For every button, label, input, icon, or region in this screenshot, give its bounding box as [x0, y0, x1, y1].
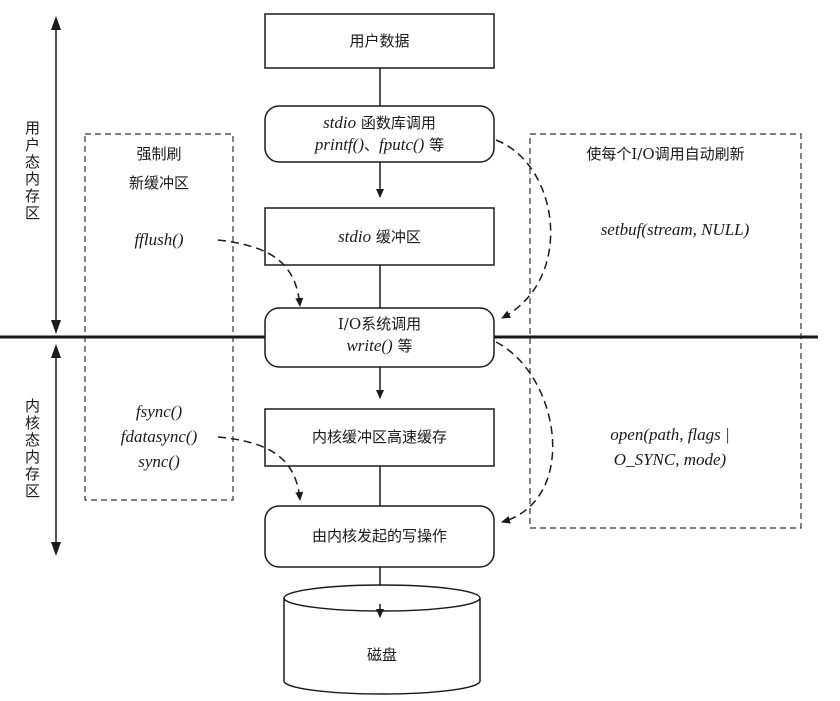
fflush-arrow [217, 239, 304, 307]
auto-flush-panel [529, 133, 802, 529]
setbuf-label: setbuf(stream, NULL) [600, 220, 750, 239]
user-data-label: 用户数据 [349, 32, 410, 50]
stdio-library-label: stdio 函数库调用 printf()、fputc() 等 [265, 112, 494, 156]
stdio-buffer-label: stdio 缓冲区 [265, 226, 494, 248]
stdio-buffer-text: 缓冲区 [375, 228, 421, 246]
io-syscall-title: I/O系统调用 [337, 315, 422, 333]
kernel-space-label: 内核态内存区 [23, 398, 41, 500]
stdio-lib-text: 函数库调用 [360, 114, 436, 132]
sync-label: sync() [138, 452, 180, 471]
user-space-range-arrow [51, 16, 61, 334]
auto-flush-title: 使每个I/O调用自动刷新 [586, 145, 745, 163]
stdio-library-box [264, 105, 495, 163]
fflush-label: fflush() [134, 230, 184, 249]
o-sync-arrow [495, 341, 554, 524]
fsync-label: fsync() [135, 402, 183, 421]
io-syscall-box [264, 307, 495, 368]
fputc-text: fputc() [379, 135, 425, 154]
stdio-buffer-fn: stdio [338, 227, 372, 246]
separator-text: 、 [363, 136, 379, 154]
kernel-cache-label: 内核缓冲区高速缓存 [311, 428, 447, 446]
fsync-arrow [217, 436, 304, 501]
kernel-space-range-arrow [51, 344, 61, 556]
open-label-line1: open(path, flags | [610, 425, 730, 444]
kernel-write-label: 由内核发起的写操作 [311, 527, 447, 545]
force-flush-title-line1: 强制刷 [136, 145, 182, 163]
user-data-box [264, 13, 495, 69]
stdio-buffer-box [264, 207, 495, 266]
setbuf-arrow [495, 139, 552, 319]
etc-text: 等 [429, 136, 445, 154]
force-flush-title-line2: 新缓冲区 [128, 174, 189, 192]
io-syscall-etc: 等 [397, 337, 413, 355]
force-flush-panel [84, 133, 234, 501]
stdio-fn-text: stdio [323, 113, 357, 132]
write-fn-text: write() [346, 336, 393, 355]
fdatasync-label: fdatasync() [120, 427, 198, 446]
kernel-write-box [264, 505, 495, 568]
io-syscall-label: I/O系统调用 write() 等 [265, 314, 494, 357]
printf-text: printf() [314, 135, 364, 154]
user-space-label: 用户态内存区 [23, 120, 41, 222]
kernel-cache-box [264, 408, 495, 467]
disk-cylinder [283, 584, 481, 695]
disk-label: 磁盘 [366, 646, 397, 664]
open-label-line2: O_SYNC, mode) [613, 450, 727, 469]
